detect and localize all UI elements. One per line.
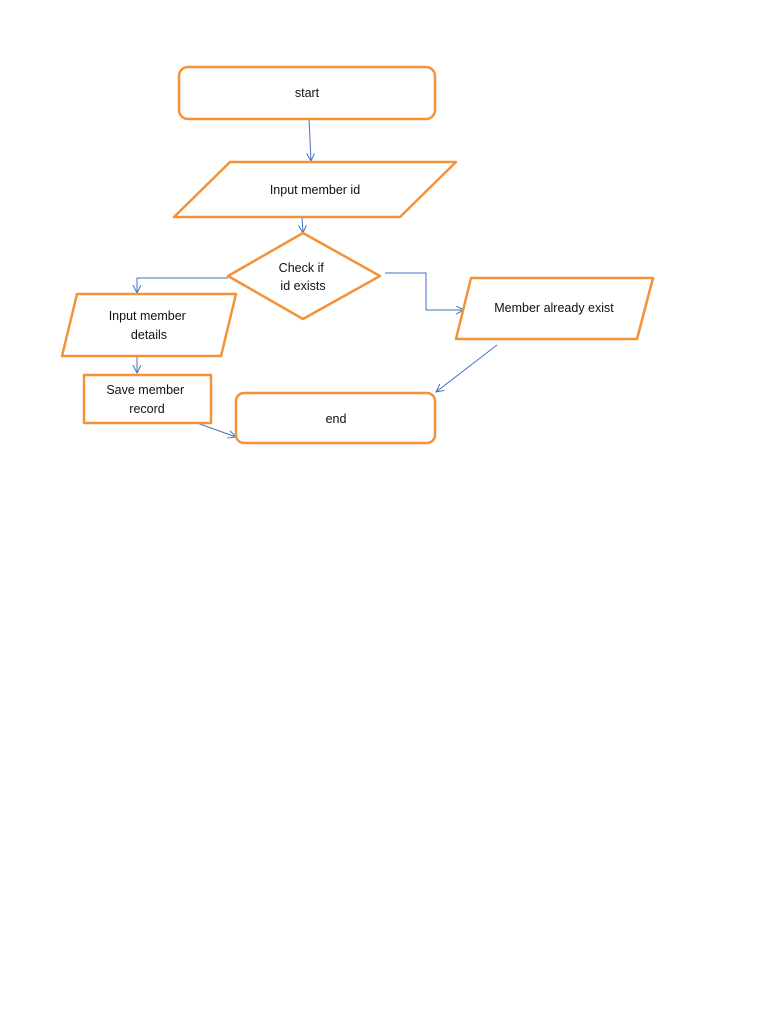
end-label: end xyxy=(326,412,347,426)
member-already-exist-parallelogram xyxy=(454,276,655,341)
edge-save-member-record-to-end xyxy=(196,422,236,437)
check-id-exists-diamond xyxy=(226,231,382,321)
save-member-record-label: Save member record xyxy=(106,383,187,416)
edge-input-member-id-to-check-id-exists xyxy=(302,216,303,233)
input-member-details-parallelogram xyxy=(60,292,238,358)
input-member-id-parallelogram xyxy=(172,160,458,219)
edge-member-already-exist-to-end xyxy=(436,344,498,392)
start-terminal-shape xyxy=(177,65,437,121)
edge-check-id-exists-to-input-member-details xyxy=(137,277,228,293)
start-label: start xyxy=(295,86,320,100)
end-terminal-shape xyxy=(234,391,437,445)
save-member-record-process-shape xyxy=(82,373,213,425)
input-member-id-label: Input member id xyxy=(270,183,360,197)
member-already-exist-label: Member already exist xyxy=(494,301,614,315)
input-member-details-label: Input member details xyxy=(109,309,190,342)
edge-start-to-input-member-id xyxy=(309,118,311,161)
edge-check-id-exists-to-member-already-exist xyxy=(385,272,464,310)
check-id-exists-label: Check if id exists xyxy=(279,261,328,293)
